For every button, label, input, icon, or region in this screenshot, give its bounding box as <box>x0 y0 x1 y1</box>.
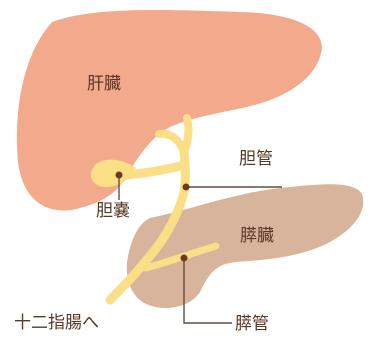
pancreas-label: 膵臓 <box>240 228 274 245</box>
pancreatic-duct-dot <box>181 255 188 262</box>
bile-duct-label: 胆管 <box>239 151 273 168</box>
gallbladder-dot <box>116 172 123 179</box>
liver-shape <box>17 10 322 210</box>
bile-duct-dot <box>183 184 190 191</box>
pancreatic-duct-label: 膵管 <box>235 316 269 333</box>
liver-label: 肝臓 <box>87 76 121 93</box>
to-duodenum-label: 十二指腸へ <box>14 315 99 332</box>
gallbladder-label: 胆嚢 <box>96 203 130 220</box>
